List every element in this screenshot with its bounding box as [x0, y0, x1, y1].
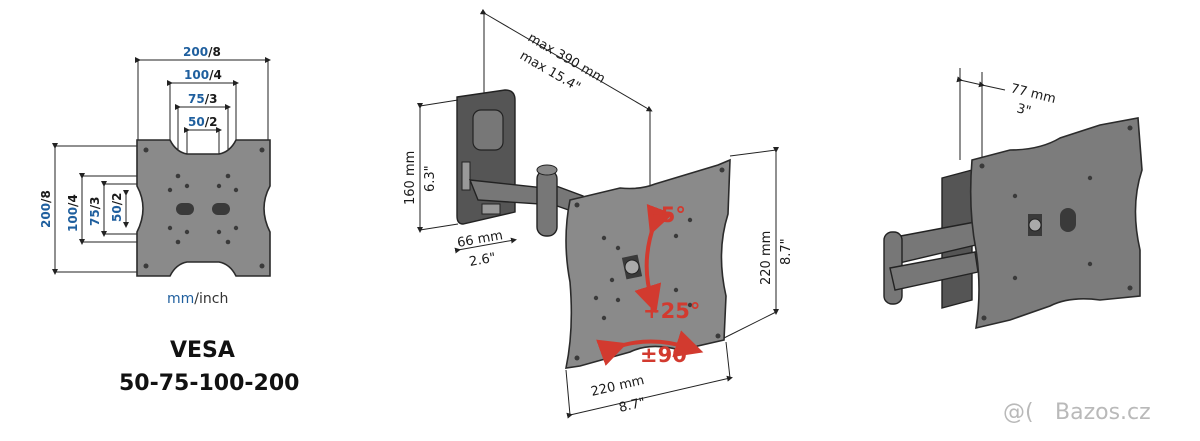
v-dim-50: 50/2	[110, 193, 124, 222]
depth-mm: 77 mm	[1009, 81, 1057, 107]
side-tv-plate	[969, 117, 1143, 330]
vesa-plate-diagram: 200/8 100/4 75/3 50/2 200/8 100/4 75/3 5…	[39, 45, 299, 396]
plate-height-in: 8.7"	[779, 238, 794, 265]
v-dim-100: 100/4	[66, 194, 80, 232]
tilt-up-label: -5°	[652, 203, 686, 227]
plate-width-in: 8.7"	[618, 395, 647, 416]
v-dim-200: 200/8	[39, 190, 53, 228]
units-label: mm/inch	[167, 291, 228, 307]
watermark-text: Bazos.cz	[1055, 400, 1151, 425]
depth-in: 3"	[1015, 101, 1032, 119]
h-dim-75: 75/3	[188, 92, 217, 106]
vesa-plate-holes	[143, 147, 265, 269]
tilt-down-label: +25°	[643, 299, 700, 323]
mount-side-diagram: 77 mm 3"	[883, 68, 1143, 330]
watermark-at-icon: @(	[1003, 400, 1034, 425]
h-dim-50: 50/2	[188, 115, 217, 129]
wall-height-in: 6.3"	[423, 165, 438, 192]
watermark: @( Bazos.cz	[1003, 400, 1151, 425]
vesa-title: VESA	[170, 338, 235, 363]
v-dim-75: 75/3	[88, 197, 102, 226]
wall-width-mm: 66 mm	[456, 228, 504, 251]
swivel-arrow	[596, 330, 704, 366]
vesa-plate	[136, 139, 271, 277]
vesa-subtitle: 50-75-100-200	[119, 371, 299, 396]
side-plate-holes	[979, 125, 1133, 321]
h-dim-200: 200/8	[183, 45, 221, 59]
swivel-label: ±90°	[640, 343, 697, 367]
mount-front-diagram: max 390 mm max 15.4" 160 mm 6.3" 66 mm 2…	[403, 8, 794, 419]
h-dim-100: 100/4	[184, 68, 222, 82]
wall-width-in: 2.6"	[468, 251, 497, 270]
tilt-arrow	[634, 203, 674, 314]
plate-height-mm: 220 mm	[759, 231, 774, 285]
wall-height-mm: 160 mm	[403, 151, 418, 205]
